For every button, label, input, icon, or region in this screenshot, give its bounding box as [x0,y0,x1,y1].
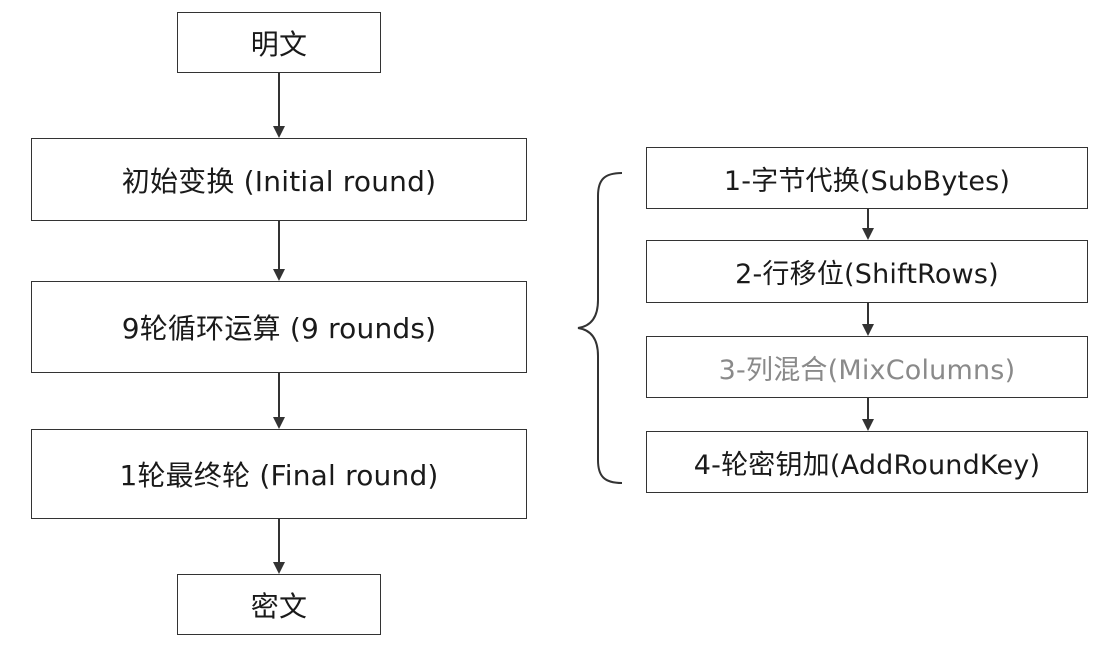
step-addroundkey-label: 4-轮密钥加(AddRoundKey) [693,449,1041,481]
step-mixcolumns-label: 3-列混合(MixColumns) [718,354,1016,386]
initial-round-label: 初始变换 (Initial round) [121,164,437,198]
final-round-label: 1轮最终轮 (Final round) [119,459,439,492]
nine-rounds-label: 9轮循环运算 (9 rounds) [121,312,437,345]
plaintext-box: 明文 [177,12,381,73]
step-shiftrows-label: 2-行移位(ShiftRows) [735,259,999,290]
nine-rounds-box: 9轮循环运算 (9 rounds) [31,281,527,373]
final-round-box: 1轮最终轮 (Final round) [31,429,527,519]
curly-brace [577,172,623,484]
step-subbytes-box: 1-字节代换(SubBytes) [646,147,1088,209]
step-addroundkey-box: 4-轮密钥加(AddRoundKey) [646,431,1088,493]
step-shiftrows-box: 2-行移位(ShiftRows) [646,240,1088,303]
step-mixcolumns-box: 3-列混合(MixColumns) [646,336,1088,398]
ciphertext-label: 密文 [250,589,308,623]
plaintext-label: 明文 [250,27,308,61]
ciphertext-box: 密文 [177,574,381,635]
initial-round-box: 初始变换 (Initial round) [31,138,527,221]
step-subbytes-label: 1-字节代换(SubBytes) [723,165,1011,197]
